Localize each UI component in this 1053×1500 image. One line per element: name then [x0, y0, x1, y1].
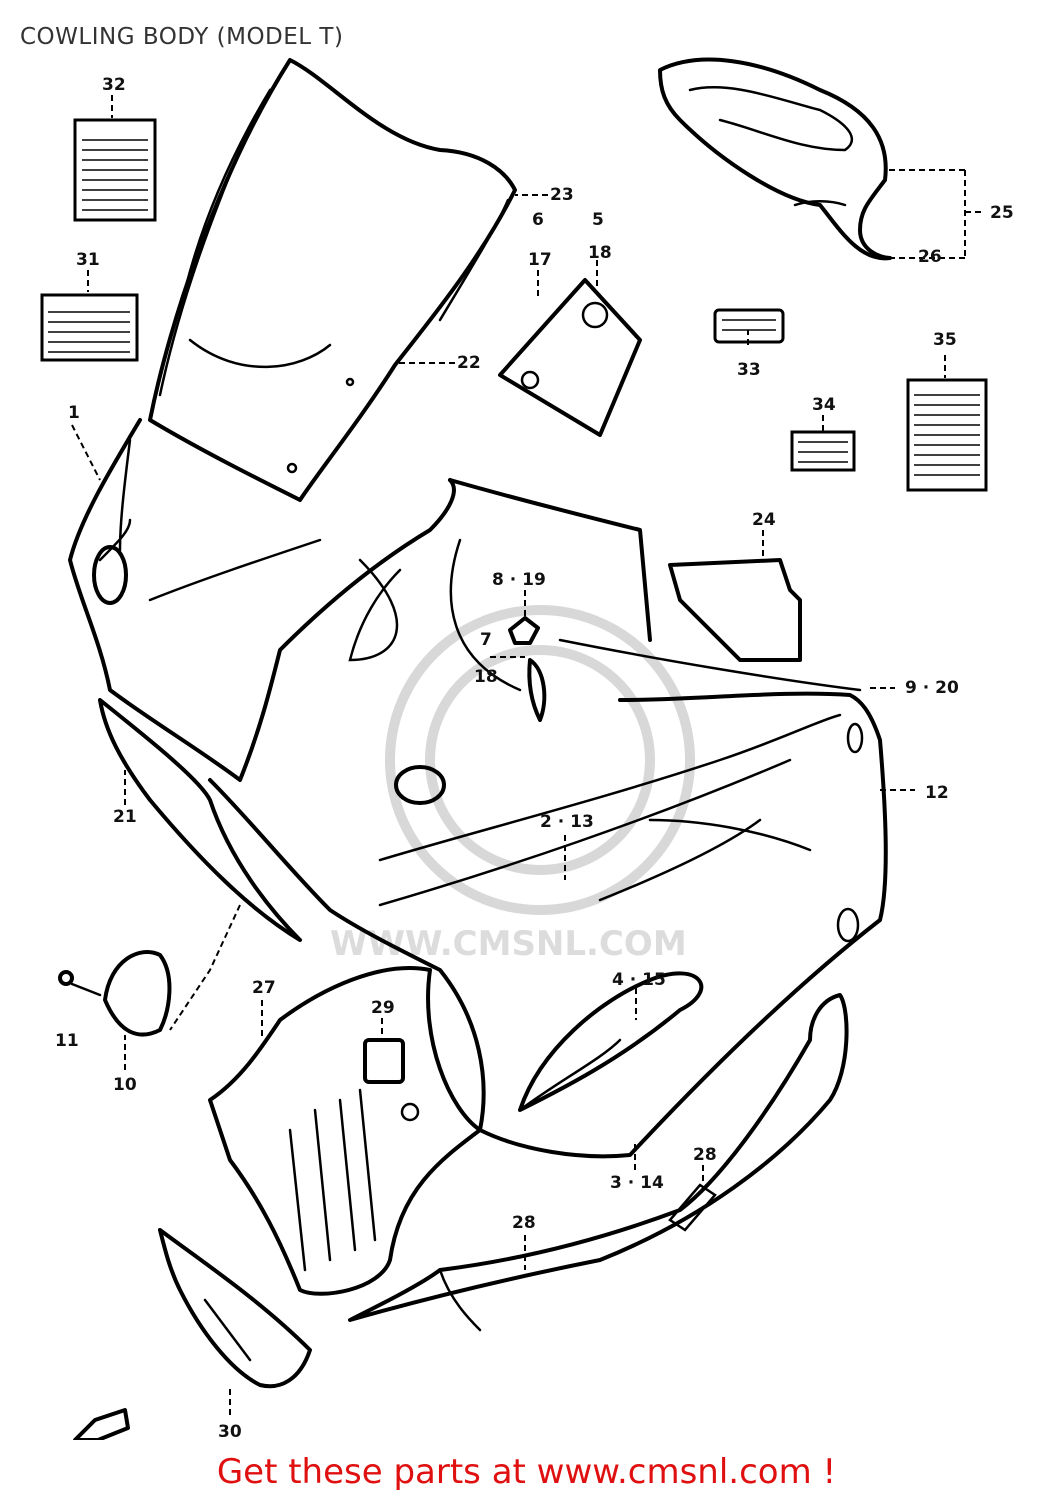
callout-30: 30	[218, 1422, 242, 1440]
callout-7: 7	[480, 630, 492, 650]
front-arrow-icon	[73, 1408, 130, 1440]
callout-2-13: 2 · 13	[540, 812, 594, 832]
callout-11: 11	[55, 1031, 79, 1051]
part-upper-cowling[interactable]	[68, 418, 652, 782]
leader-lines	[71, 95, 985, 1415]
callout-34: 34	[812, 395, 836, 415]
callout-28-b: 28	[693, 1145, 717, 1165]
callout-17: 17	[528, 250, 552, 270]
part-duct[interactable]	[98, 698, 302, 942]
part-inner-panel[interactable]	[668, 558, 802, 662]
part-under-panel[interactable]	[158, 1228, 312, 1389]
callout-35: 35	[933, 330, 957, 350]
callout-31: 31	[76, 250, 100, 270]
part-screw[interactable]	[58, 970, 102, 997]
callout-4-15: 4 · 15	[612, 970, 666, 990]
callout-9-20: 9 · 20	[905, 678, 959, 698]
sticker-33[interactable]	[713, 308, 785, 344]
callout-labels: 32 31 1 23 22 6 17 5 18 25 26 33 35 34 2…	[55, 75, 1014, 1440]
part-meter-panel[interactable]	[658, 57, 892, 261]
callout-22: 22	[457, 353, 481, 373]
callout-5: 5	[592, 210, 604, 230]
page-title: COWLING BODY (MODEL T)	[20, 24, 344, 50]
callout-8-19: 8 · 19	[492, 570, 546, 590]
callout-28-a: 28	[512, 1213, 536, 1233]
callout-1: 1	[68, 403, 80, 423]
callout-3-14: 3 · 14	[610, 1173, 664, 1193]
callout-26: 26	[918, 247, 942, 267]
part-bracket[interactable]	[498, 278, 642, 437]
callout-25: 25	[990, 203, 1014, 223]
sticker-35[interactable]	[906, 378, 988, 492]
callout-18-b: 18	[474, 667, 498, 687]
part-side-cover[interactable]	[103, 950, 172, 1037]
sticker-34[interactable]	[790, 430, 856, 472]
callout-27: 27	[252, 978, 276, 998]
callout-33: 33	[737, 360, 761, 380]
callout-6: 6	[532, 210, 544, 230]
callout-24: 24	[752, 510, 776, 530]
callout-21: 21	[113, 807, 137, 827]
watermark-text: WWW.CMSNL.COM	[330, 924, 687, 964]
part-lower-cowling[interactable]	[208, 966, 849, 1332]
callout-23: 23	[550, 185, 574, 205]
callout-12: 12	[925, 783, 949, 803]
callout-18-a: 18	[588, 243, 612, 263]
callout-10: 10	[113, 1075, 137, 1095]
part-side-cowling[interactable]	[208, 638, 888, 1159]
exploded-parts-diagram: WWW.CMSNL.COM	[40, 57, 1014, 1440]
sticker-32[interactable]	[73, 118, 157, 222]
parts-link-banner[interactable]: Get these parts at www.cmsnl.com !	[216, 1452, 837, 1492]
sticker-31[interactable]	[40, 293, 139, 362]
callout-32: 32	[102, 75, 126, 95]
part-fastener[interactable]	[508, 616, 547, 722]
callout-29: 29	[371, 998, 395, 1018]
part-windscreen[interactable]	[148, 58, 517, 502]
